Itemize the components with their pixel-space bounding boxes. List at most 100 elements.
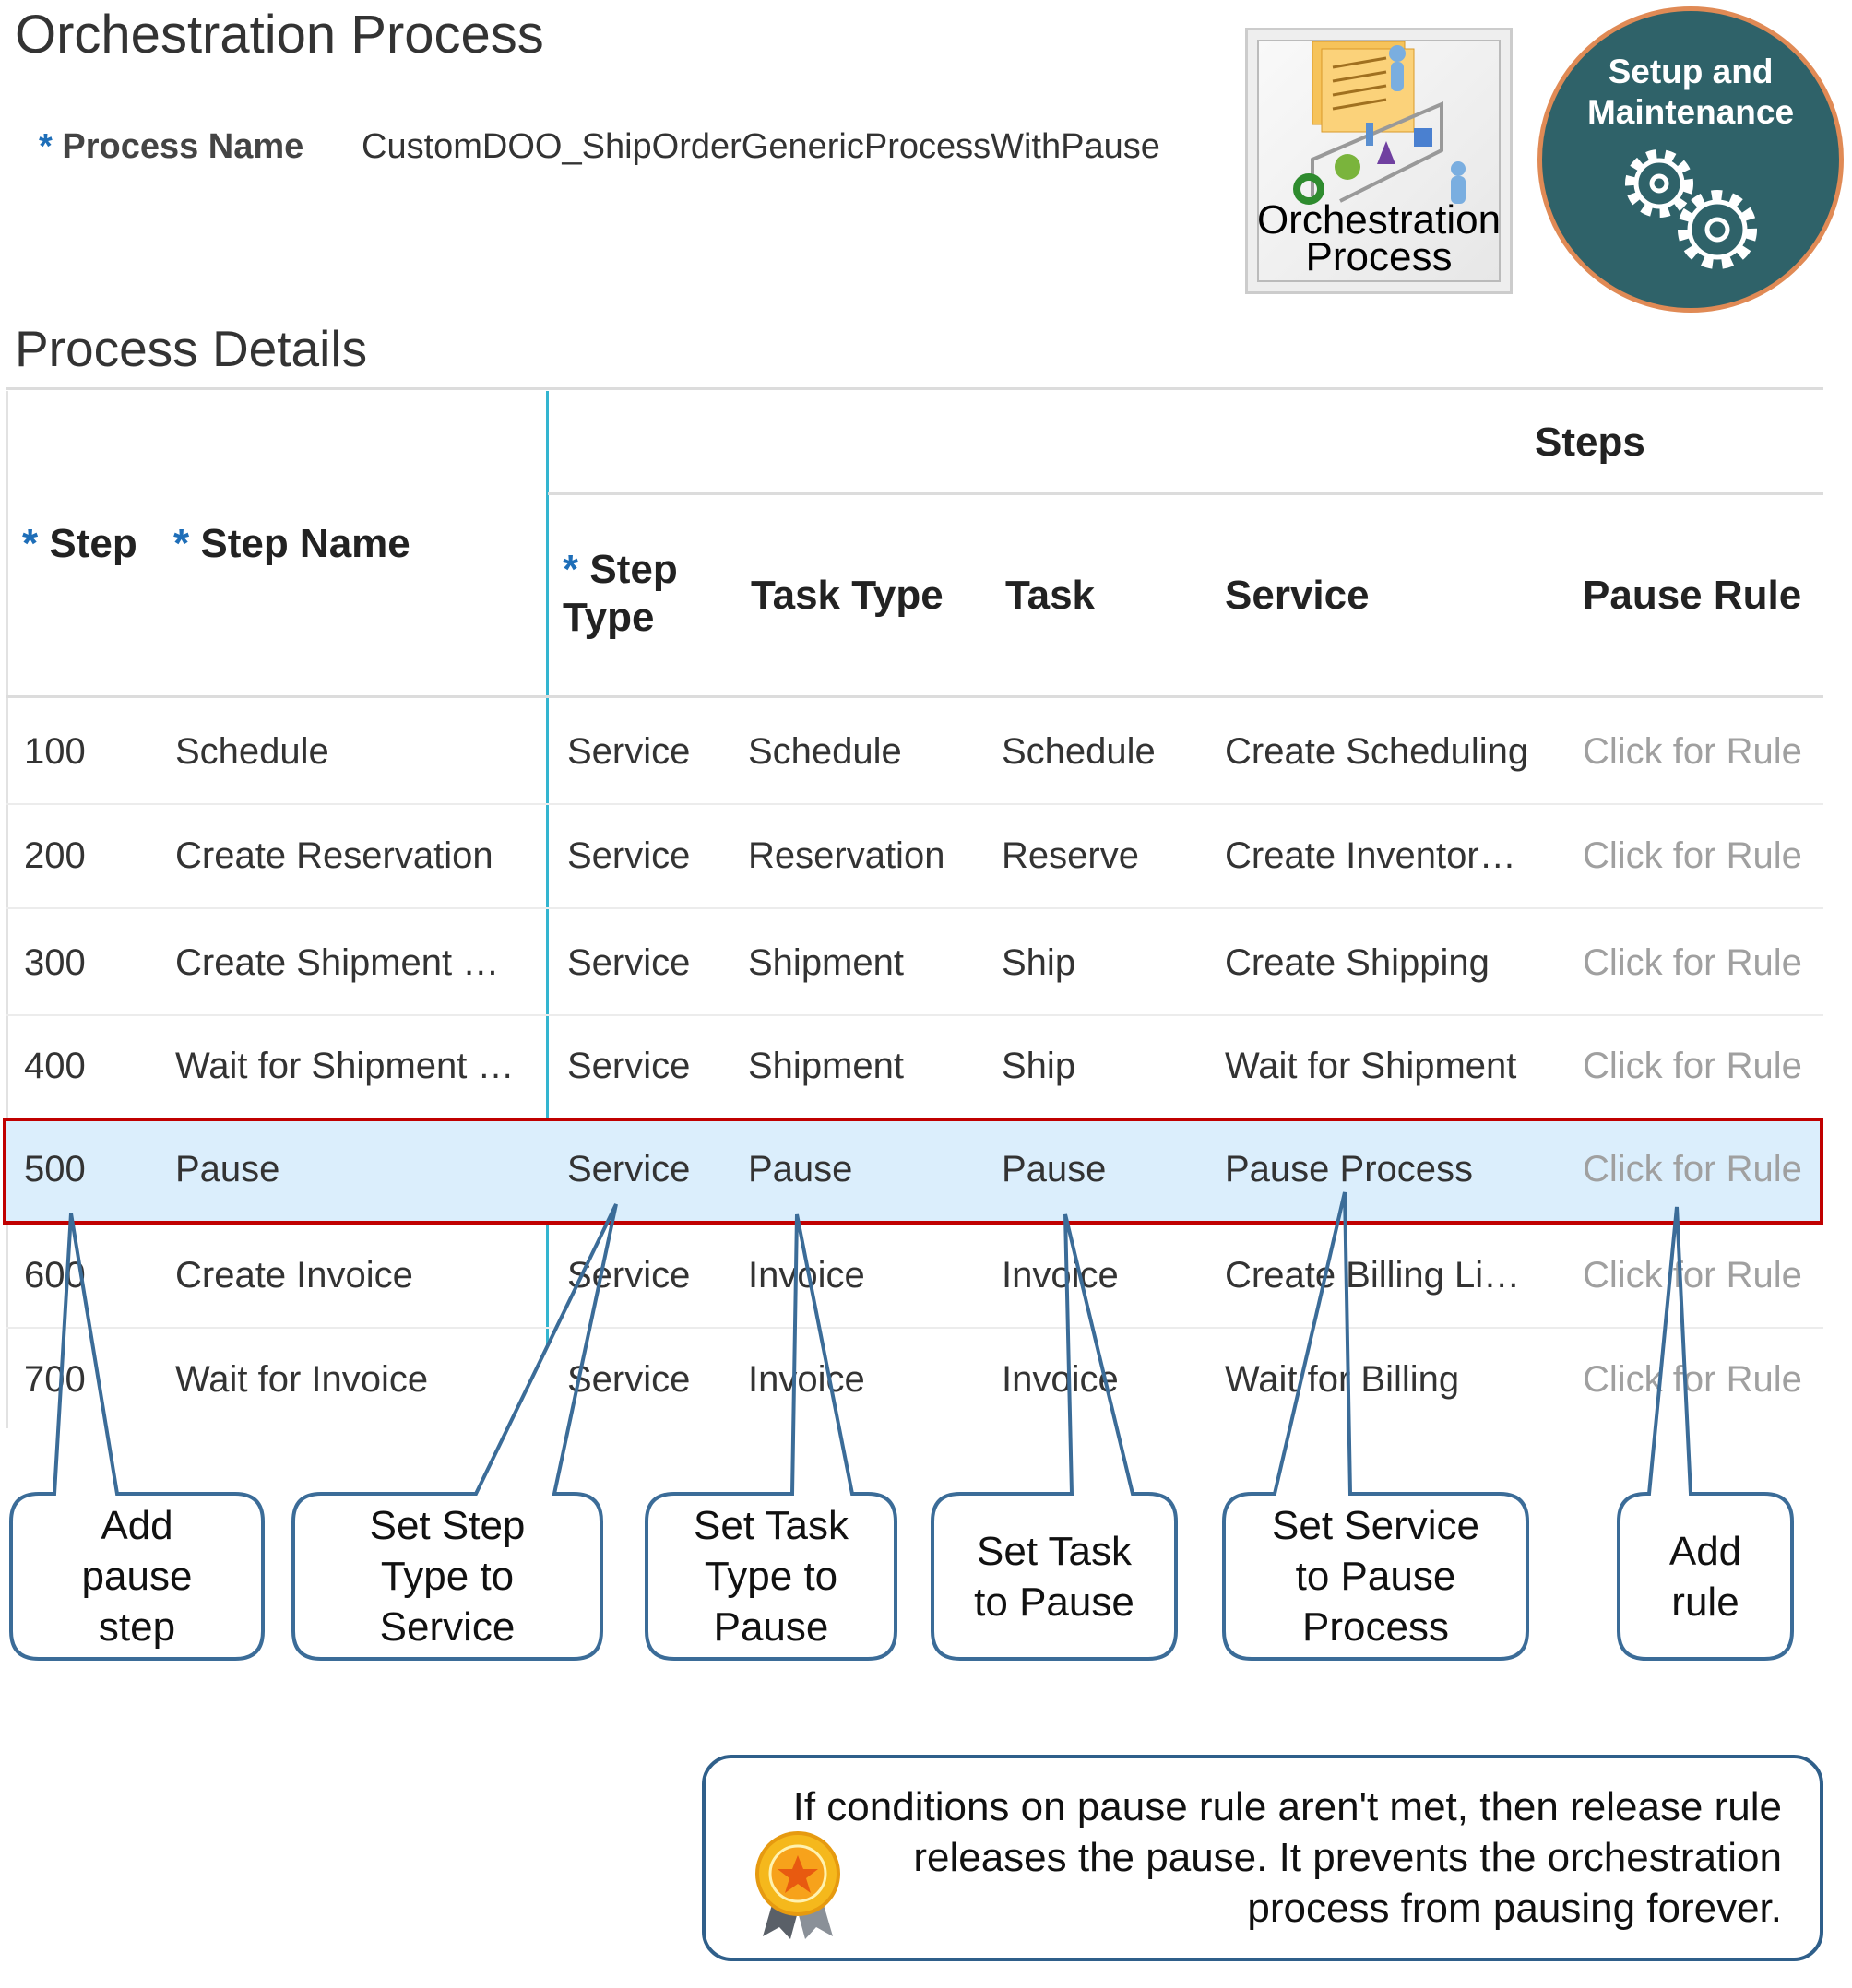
table-row-step-type: Service <box>567 1046 691 1086</box>
callout-line: Pause <box>713 1604 829 1650</box>
callout-line: Add <box>1668 1528 1742 1574</box>
callout: Add pause step <box>11 1494 263 1659</box>
header-bottom-border <box>6 695 1823 698</box>
table-row-rule[interactable]: Click for Rule <box>1583 942 1802 983</box>
column-header-pause-rule[interactable]: Pause Rule <box>1583 573 1802 618</box>
section-title: Process Details <box>15 320 368 377</box>
table-row-task-type: Pause <box>748 1149 853 1189</box>
note-box <box>702 1755 1823 1961</box>
process-name-label: * Process Name <box>39 127 303 167</box>
note-line-2: releases the pause. It prevents the orch… <box>913 1835 1782 1880</box>
table-top-border <box>6 387 1823 390</box>
callout: Add rule <box>1619 1494 1792 1659</box>
page-title: Orchestration Process <box>15 5 544 65</box>
table-row-service: Create Scheduling <box>1225 731 1529 772</box>
column-header-service[interactable]: Service <box>1225 573 1370 618</box>
row-divider <box>6 1327 1823 1329</box>
callout-line: to Pause <box>1295 1554 1456 1599</box>
row-divider <box>6 907 1823 909</box>
table-row-task: Ship <box>1002 1046 1076 1086</box>
table-row-service: Wait for Shipment <box>1225 1046 1517 1086</box>
table-row-step-type: Service <box>567 835 691 876</box>
table-row-task: Reserve <box>1002 835 1139 876</box>
table-row-step-type: Service <box>567 1149 691 1189</box>
table-row-service: Pause Process <box>1225 1149 1474 1189</box>
table-row-step: 300 <box>24 942 86 983</box>
table-row-rule[interactable]: Click for Rule <box>1583 1359 1802 1400</box>
note-line-1: If conditions on pause rule aren't met, … <box>792 1784 1782 1829</box>
table-row-step: 700 <box>24 1359 86 1400</box>
callout-line: Set Task <box>977 1528 1132 1574</box>
table-row-name[interactable]: Pause <box>175 1149 280 1189</box>
table-row-name[interactable]: Wait for Invoice <box>175 1359 429 1400</box>
table-row-step-type: Service <box>567 731 691 772</box>
callout-line: rule <box>1671 1579 1739 1625</box>
table-row-step: 500 <box>24 1149 86 1189</box>
callout-line: Process <box>1302 1604 1449 1650</box>
table-row-task-type: Shipment <box>748 942 904 983</box>
table-row-name[interactable]: Schedule <box>175 731 329 772</box>
table-row-rule[interactable]: Click for Rule <box>1583 1046 1802 1086</box>
table-row-name[interactable]: Create Shipment … <box>175 942 500 983</box>
steps-group-header: Steps <box>1535 420 1645 465</box>
callout-line: pause <box>81 1554 193 1599</box>
callout-line: Add <box>101 1503 173 1548</box>
table-row-task-type: Invoice <box>748 1359 865 1400</box>
table-row-step: 200 <box>24 835 86 876</box>
callout-line: Set Task <box>694 1503 849 1548</box>
column-header-task[interactable]: Task <box>1005 573 1096 618</box>
table-row-service: Create Shipping <box>1225 942 1490 983</box>
table-row-rule[interactable]: Click for Rule <box>1583 835 1802 876</box>
table-row-task-type: Shipment <box>748 1046 904 1086</box>
callout: Set Task to Pause <box>932 1494 1176 1659</box>
table-row-service: Wait for Billing <box>1225 1359 1460 1400</box>
table-row-step-type: Service <box>567 942 691 983</box>
table-row-task: Invoice <box>1002 1359 1119 1400</box>
callout-line: Set Step <box>369 1503 526 1548</box>
table-row-step: 400 <box>24 1046 86 1086</box>
group-header-divider <box>548 492 1823 495</box>
column-header-task-type[interactable]: Task Type <box>751 573 944 618</box>
table-row-rule[interactable]: Click for Rule <box>1583 731 1802 772</box>
callout-line: Set Service <box>1272 1503 1479 1548</box>
column-header-step[interactable]: * Step <box>22 521 137 566</box>
table-row-task-type: Invoice <box>748 1255 865 1296</box>
table-row-service: Create Inventor… <box>1225 835 1516 876</box>
gears-icon <box>1625 149 1757 269</box>
table-row-name[interactable]: Create Reservation <box>175 835 493 876</box>
row-divider <box>6 803 1823 805</box>
pause-release-note: If conditions on pause rule aren't met, … <box>729 1781 1782 1934</box>
table-row-rule[interactable]: Click for Rule <box>1583 1149 1802 1189</box>
column-header-step-name[interactable]: * Step Name <box>173 521 410 566</box>
table-left-border <box>6 391 8 1428</box>
table-row-rule[interactable]: Click for Rule <box>1583 1255 1802 1296</box>
note-line-3: process from pausing forever. <box>1247 1886 1782 1931</box>
callout-line: step <box>98 1604 176 1650</box>
table-row-task-type: Schedule <box>748 731 902 772</box>
table-row-task: Pause <box>1002 1149 1107 1189</box>
row-divider <box>6 1014 1823 1016</box>
process-name-value[interactable]: CustomDOO_ShipOrderGenericProcessWithPau… <box>362 127 1160 166</box>
table-row-task: Schedule <box>1002 731 1156 772</box>
frozen-column-divider <box>546 391 549 1345</box>
award-medal-icon <box>755 1831 840 1939</box>
process-name-label-text: Process Name <box>62 127 304 166</box>
table-row-task: Invoice <box>1002 1255 1119 1296</box>
table-row-step: 100 <box>24 731 86 772</box>
table-row-step-type: Service <box>567 1359 691 1400</box>
table-row-name[interactable]: Create Invoice <box>175 1255 413 1296</box>
orchestration-flow-icon <box>1293 41 1466 205</box>
callout-line: to Pause <box>974 1579 1134 1625</box>
table-row-task-type: Reservation <box>748 835 945 876</box>
callout-line: Type to <box>704 1554 838 1599</box>
table-row-service: Create Billing Li… <box>1225 1255 1521 1296</box>
callout-line: Service <box>379 1604 516 1650</box>
table-row-name[interactable]: Wait for Shipment … <box>175 1046 515 1086</box>
